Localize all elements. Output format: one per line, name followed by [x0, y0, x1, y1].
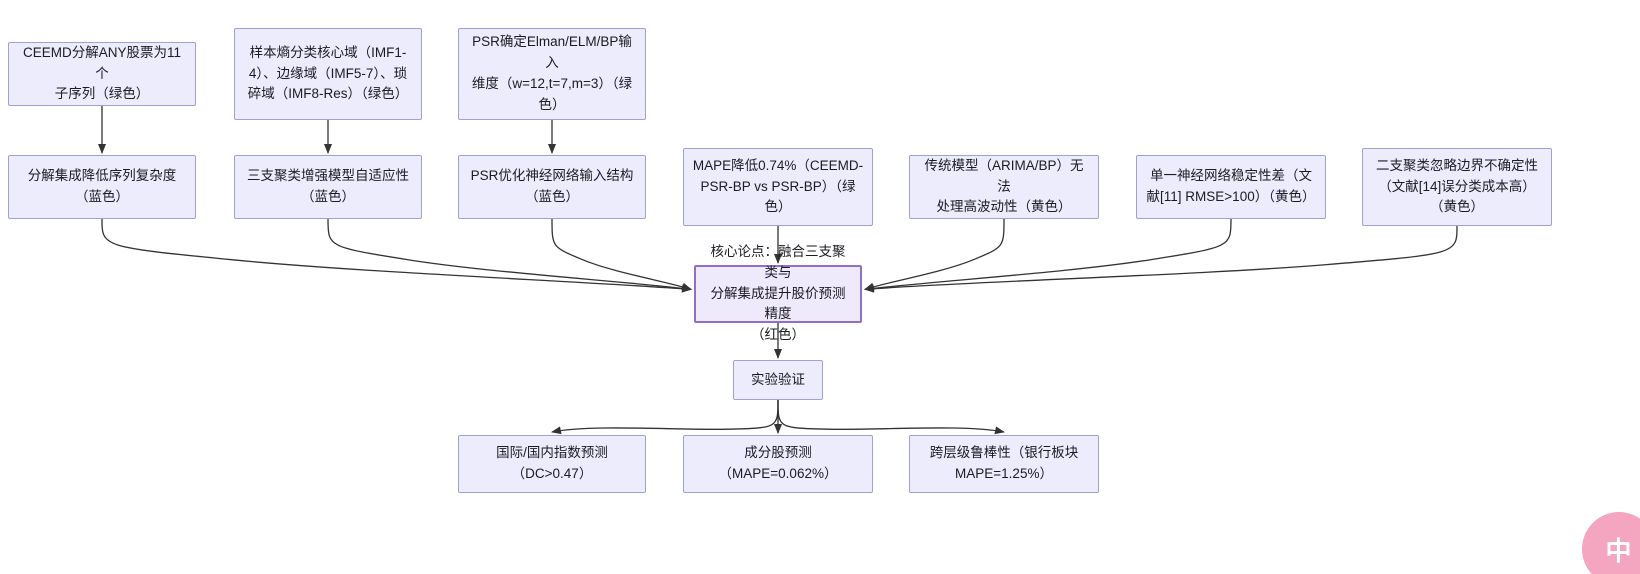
node-r2[interactable]: 成分股预测 （MAPE=0.062%）: [683, 435, 873, 493]
node-label: 实验验证: [751, 371, 805, 387]
node-n7[interactable]: MAPE降低0.74%（CEEMD- PSR-BP vs PSR-BP）（绿 色…: [683, 148, 873, 226]
edge-n8-to-core: [864, 218, 1005, 291]
node-label: CEEMD分解ANY股票为11个 子序列（绿色）: [22, 44, 182, 102]
node-exp[interactable]: 实验验证: [733, 360, 823, 400]
node-n5[interactable]: 三支聚类增强模型自适应性 （蓝色）: [234, 155, 422, 219]
node-label: 样本熵分类核心域（IMF1- 4）、边缘域（IMF5-7）、琐 碎域（IMF8-…: [247, 44, 409, 102]
node-n2[interactable]: 样本熵分类核心域（IMF1- 4）、边缘域（IMF5-7）、琐 碎域（IMF8-…: [234, 28, 422, 120]
node-n10[interactable]: 二支聚类忽略边界不确定性 （文献[14]误分类成本高） （黄色）: [1362, 148, 1552, 226]
node-n8[interactable]: 传统模型（ARIMA/BP）无法 处理高波动性（黄色）: [909, 155, 1099, 219]
edge-n6-to-core: [551, 218, 692, 291]
node-label: MAPE降低0.74%（CEEMD- PSR-BP vs PSR-BP）（绿 色…: [692, 157, 864, 215]
node-label: 核心论点：融合三支聚类与 分解集成提升股价预测精度 （红色）: [710, 243, 846, 343]
edge-n10-to-core: [864, 225, 1458, 293]
node-label: 单一神经网络稳定性差（文 献[11] RMSE>100）（黄色）: [1146, 168, 1316, 204]
node-label: 三支聚类增强模型自适应性 （蓝色）: [247, 168, 409, 204]
node-n3[interactable]: PSR确定Elman/ELM/BP输入 维度（w=12,t=7,m=3）（绿 色…: [458, 28, 646, 120]
node-n9[interactable]: 单一神经网络稳定性差（文 献[11] RMSE>100）（黄色）: [1136, 155, 1326, 219]
node-n4[interactable]: 分解集成降低序列复杂度 （蓝色）: [8, 155, 196, 219]
node-label: 跨层级鲁棒性（银行板块 MAPE=1.25%）: [929, 445, 1079, 481]
node-core[interactable]: 核心论点：融合三支聚类与 分解集成提升股价预测精度 （红色）: [694, 244, 862, 342]
edge-n4-to-core: [101, 218, 692, 293]
node-label: PSR确定Elman/ELM/BP输入 维度（w=12,t=7,m=3）（绿 色…: [471, 34, 633, 112]
edge-exp-to-r3: [777, 399, 1005, 435]
edge-n5-to-core: [327, 218, 692, 293]
node-r1[interactable]: 国际/国内指数预测 （DC>0.47）: [458, 435, 646, 493]
node-r3[interactable]: 跨层级鲁棒性（银行板块 MAPE=1.25%）: [909, 435, 1099, 493]
node-label: 传统模型（ARIMA/BP）无法 处理高波动性（黄色）: [924, 157, 1084, 215]
node-label: 分解集成降低序列复杂度 （蓝色）: [27, 168, 177, 204]
node-label: 成分股预测 （MAPE=0.062%）: [718, 445, 838, 481]
node-label: 国际/国内指数预测 （DC>0.47）: [496, 445, 608, 481]
node-label: 二支聚类忽略边界不确定性 （文献[14]误分类成本高） （黄色）: [1376, 157, 1538, 215]
edge-exp-to-r1: [551, 399, 779, 435]
node-n1[interactable]: CEEMD分解ANY股票为11个 子序列（绿色）: [8, 42, 196, 106]
node-n6[interactable]: PSR优化神经网络输入结构 （蓝色）: [458, 155, 646, 219]
edge-n9-to-core: [864, 218, 1232, 293]
watermark-text: 中: [1605, 535, 1633, 566]
node-label: PSR优化神经网络输入结构 （蓝色）: [470, 168, 634, 204]
watermark-badge: 中: [1582, 512, 1640, 574]
